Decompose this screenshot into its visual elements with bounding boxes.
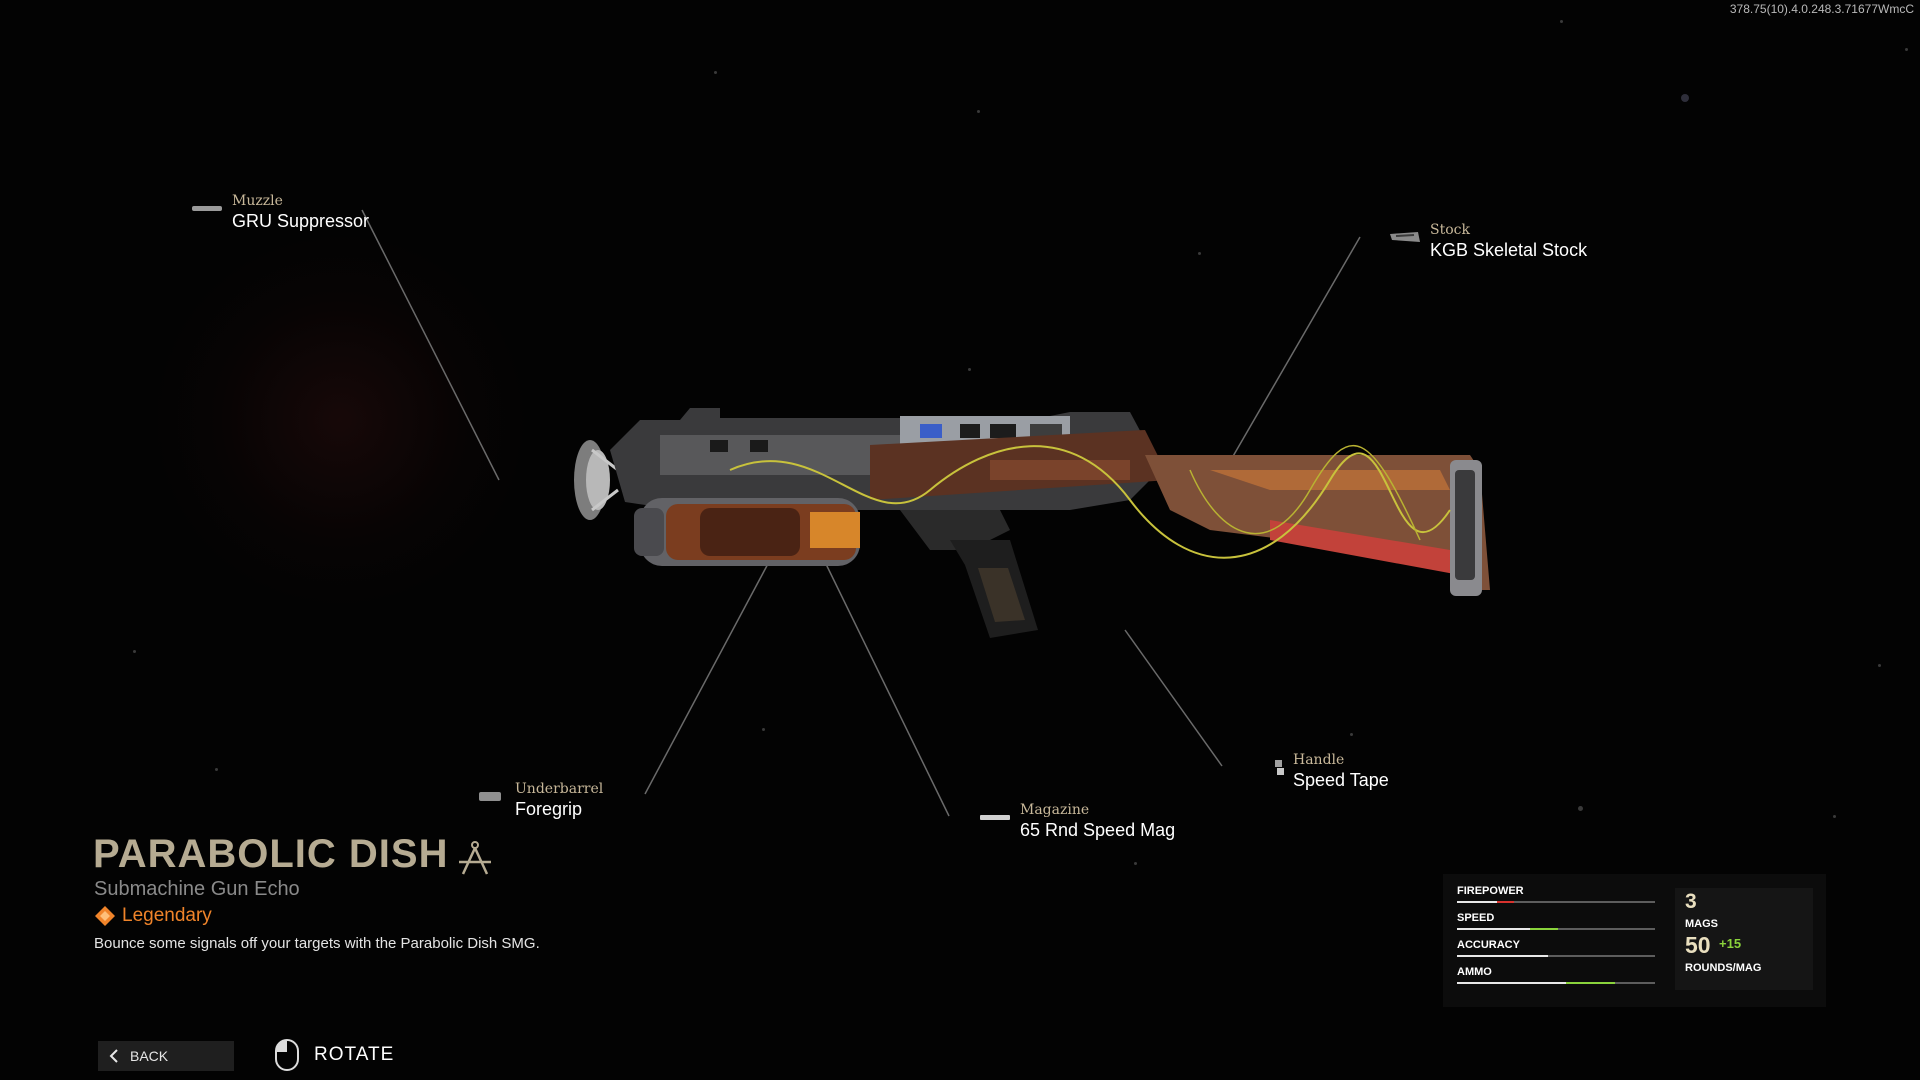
stat-accuracy: ACCURACY — [1457, 939, 1657, 957]
weapon-title: PARABOLIC DISH — [93, 832, 449, 876]
rounds-bonus: +15 — [1719, 936, 1742, 951]
stat-bar-fill — [1457, 928, 1531, 930]
attachment-slot-label: Underbarrel — [515, 781, 604, 797]
attachment-underbarrel[interactable]: Underbarrel Foregrip — [479, 781, 604, 820]
stat-bar — [1457, 955, 1655, 957]
background-star — [1905, 48, 1908, 51]
rotate-label: ROTATE — [314, 1044, 395, 1065]
attachment-name: Speed Tape — [1293, 770, 1389, 790]
rotate-control[interactable]: ROTATE — [272, 1038, 394, 1072]
back-button[interactable]: BACK — [98, 1041, 234, 1071]
mags-count: 3 — [1685, 890, 1697, 913]
compass-icon — [459, 841, 491, 875]
attachment-muzzle[interactable]: Muzzle GRU Suppressor — [192, 193, 370, 232]
background-star — [714, 71, 717, 74]
stat-bar-modifier — [1530, 928, 1558, 930]
stat-bar — [1457, 982, 1655, 984]
rarity-row: Legendary — [94, 905, 212, 927]
stat-label: SPEED — [1457, 912, 1495, 924]
weapon-description: Bounce some signals off your targets wit… — [94, 935, 540, 952]
stat-label: ACCURACY — [1457, 939, 1520, 951]
stat-bar-fill — [1457, 982, 1566, 984]
attachment-name: Foregrip — [515, 799, 583, 819]
background-star — [1833, 815, 1836, 818]
attachment-magazine[interactable]: Magazine 65 Rnd Speed Mag — [980, 802, 1176, 841]
rounds-count: 50 — [1685, 932, 1711, 958]
rounds-label: ROUNDS/MAG — [1685, 962, 1762, 974]
attachment-handle[interactable]: Handle Speed Tape — [1275, 752, 1389, 791]
tape-icon — [1275, 760, 1284, 775]
stat-ammo: AMMO — [1457, 966, 1657, 984]
back-button-label: BACK — [130, 1048, 169, 1064]
foregrip-icon — [479, 792, 501, 801]
background-star — [968, 368, 971, 371]
magazine-icon — [980, 815, 1010, 820]
stock-icon — [1390, 232, 1420, 242]
attachment-slot-label: Stock — [1430, 222, 1470, 238]
stat-bar-modifier — [1565, 982, 1616, 984]
stat-speed: SPEED — [1457, 912, 1657, 930]
background-star — [1560, 20, 1563, 23]
chevron-left-icon — [109, 1049, 118, 1063]
background-star — [1681, 94, 1689, 102]
weapon-type: Submachine Gun Echo — [94, 878, 300, 900]
stat-bar-modifier — [1496, 901, 1515, 903]
rarity-label: Legendary — [122, 905, 212, 926]
background-star — [977, 110, 980, 113]
mouse-icon — [275, 1039, 299, 1071]
stat-label: AMMO — [1457, 966, 1492, 978]
stat-firepower: FIREPOWER — [1457, 885, 1657, 903]
mags-label: MAGS — [1685, 918, 1718, 930]
ammo-summary: 3 MAGS 50 +15 ROUNDS/MAG — [1675, 888, 1813, 990]
background-star — [1578, 806, 1583, 811]
background-star — [1878, 664, 1881, 667]
background-star — [1198, 252, 1201, 255]
legendary-diamond-icon — [95, 906, 115, 926]
attachment-slot-label: Handle — [1293, 752, 1345, 768]
weapon-model[interactable] — [570, 400, 1510, 650]
attachment-name: GRU Suppressor — [232, 211, 370, 231]
stat-bar-fill — [1457, 955, 1549, 957]
stat-label: FIREPOWER — [1457, 885, 1524, 897]
version-text: 378.75(10).4.0.248.3.71677WmcC — [1729, 2, 1914, 16]
stats-panel: FIREPOWER SPEED ACCURACY AMMO 3 MAGS 50 … — [1443, 874, 1826, 1007]
background-star — [1134, 862, 1137, 865]
background-star — [1350, 733, 1353, 736]
background-star — [133, 650, 136, 653]
attachment-name: 65 Rnd Speed Mag — [1020, 820, 1176, 840]
background-star — [762, 728, 765, 731]
background-star — [215, 768, 218, 771]
background-glow — [150, 230, 530, 610]
stat-bar — [1457, 928, 1655, 930]
suppressor-icon — [192, 206, 222, 211]
attachment-slot-label: Muzzle — [232, 193, 283, 209]
stat-bar-fill — [1457, 901, 1497, 903]
attachment-stock[interactable]: Stock KGB Skeletal Stock — [1390, 222, 1588, 261]
attachment-name: KGB Skeletal Stock — [1430, 240, 1588, 260]
attachment-slot-label: Magazine — [1020, 802, 1090, 818]
stat-bar — [1457, 901, 1655, 903]
